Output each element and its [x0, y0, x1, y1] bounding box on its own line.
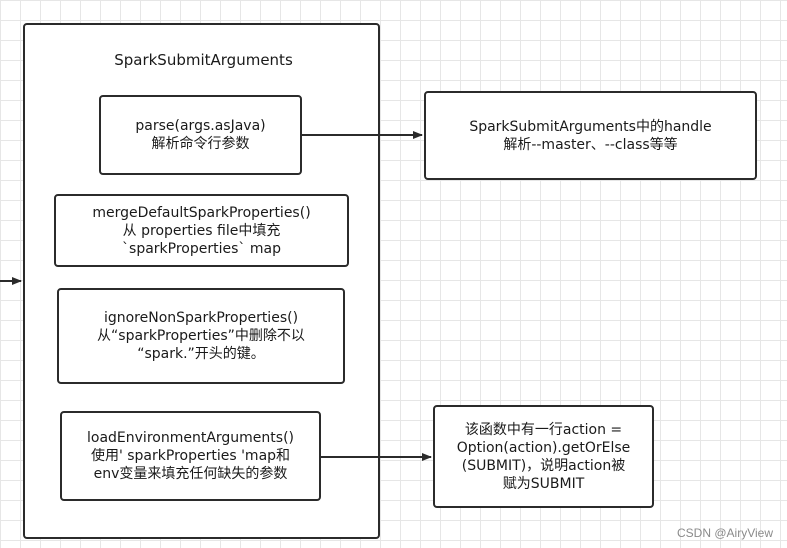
- ignore-line-3: “spark.”开头的键。: [137, 346, 265, 362]
- load-box: loadEnvironmentArguments() 使用' sparkProp…: [60, 411, 321, 501]
- watermark: CSDN @AiryView: [677, 526, 773, 540]
- action-line-2: Option(action).getOrElse: [456, 439, 631, 456]
- merge-line-1: mergeDefaultSparkProperties(): [92, 204, 311, 221]
- load-line-2: 使用' sparkProperties 'map和: [90, 448, 291, 464]
- ignore-line-2: 从“sparkProperties”中删除不以: [97, 328, 305, 344]
- ignore-box: ignoreNonSparkProperties() 从“sparkProper…: [57, 288, 345, 384]
- parse-line-1: parse(args.asJava): [135, 118, 266, 134]
- merge-line-3: `sparkProperties` map: [122, 240, 281, 257]
- container-title: SparkSubmitArguments: [114, 51, 293, 69]
- handle-line-1: SparkSubmitArguments中的handle: [469, 118, 712, 135]
- action-box: 该函数中有一行action = Option(action).getOrElse…: [433, 405, 654, 508]
- action-line-1: 该函数中有一行action =: [464, 421, 623, 438]
- action-line-4: 赋为SUBMIT: [502, 475, 585, 492]
- load-line-3: env变量来填充任何缺失的参数: [93, 466, 288, 482]
- ignore-line-1: ignoreNonSparkProperties(): [103, 310, 299, 326]
- load-line-1: loadEnvironmentArguments(): [87, 430, 294, 446]
- handle-box: SparkSubmitArguments中的handle 解析--master、…: [424, 91, 757, 180]
- merge-line-2: 从 properties file中填充: [122, 222, 281, 239]
- parse-box: parse(args.asJava) 解析命令行参数: [99, 95, 302, 175]
- merge-box: mergeDefaultSparkProperties() 从 properti…: [54, 194, 349, 267]
- action-line-3: (SUBMIT)，说明action被: [461, 457, 626, 474]
- parse-line-2: 解析命令行参数: [151, 136, 250, 152]
- handle-line-2: 解析--master、--class等等: [503, 136, 678, 153]
